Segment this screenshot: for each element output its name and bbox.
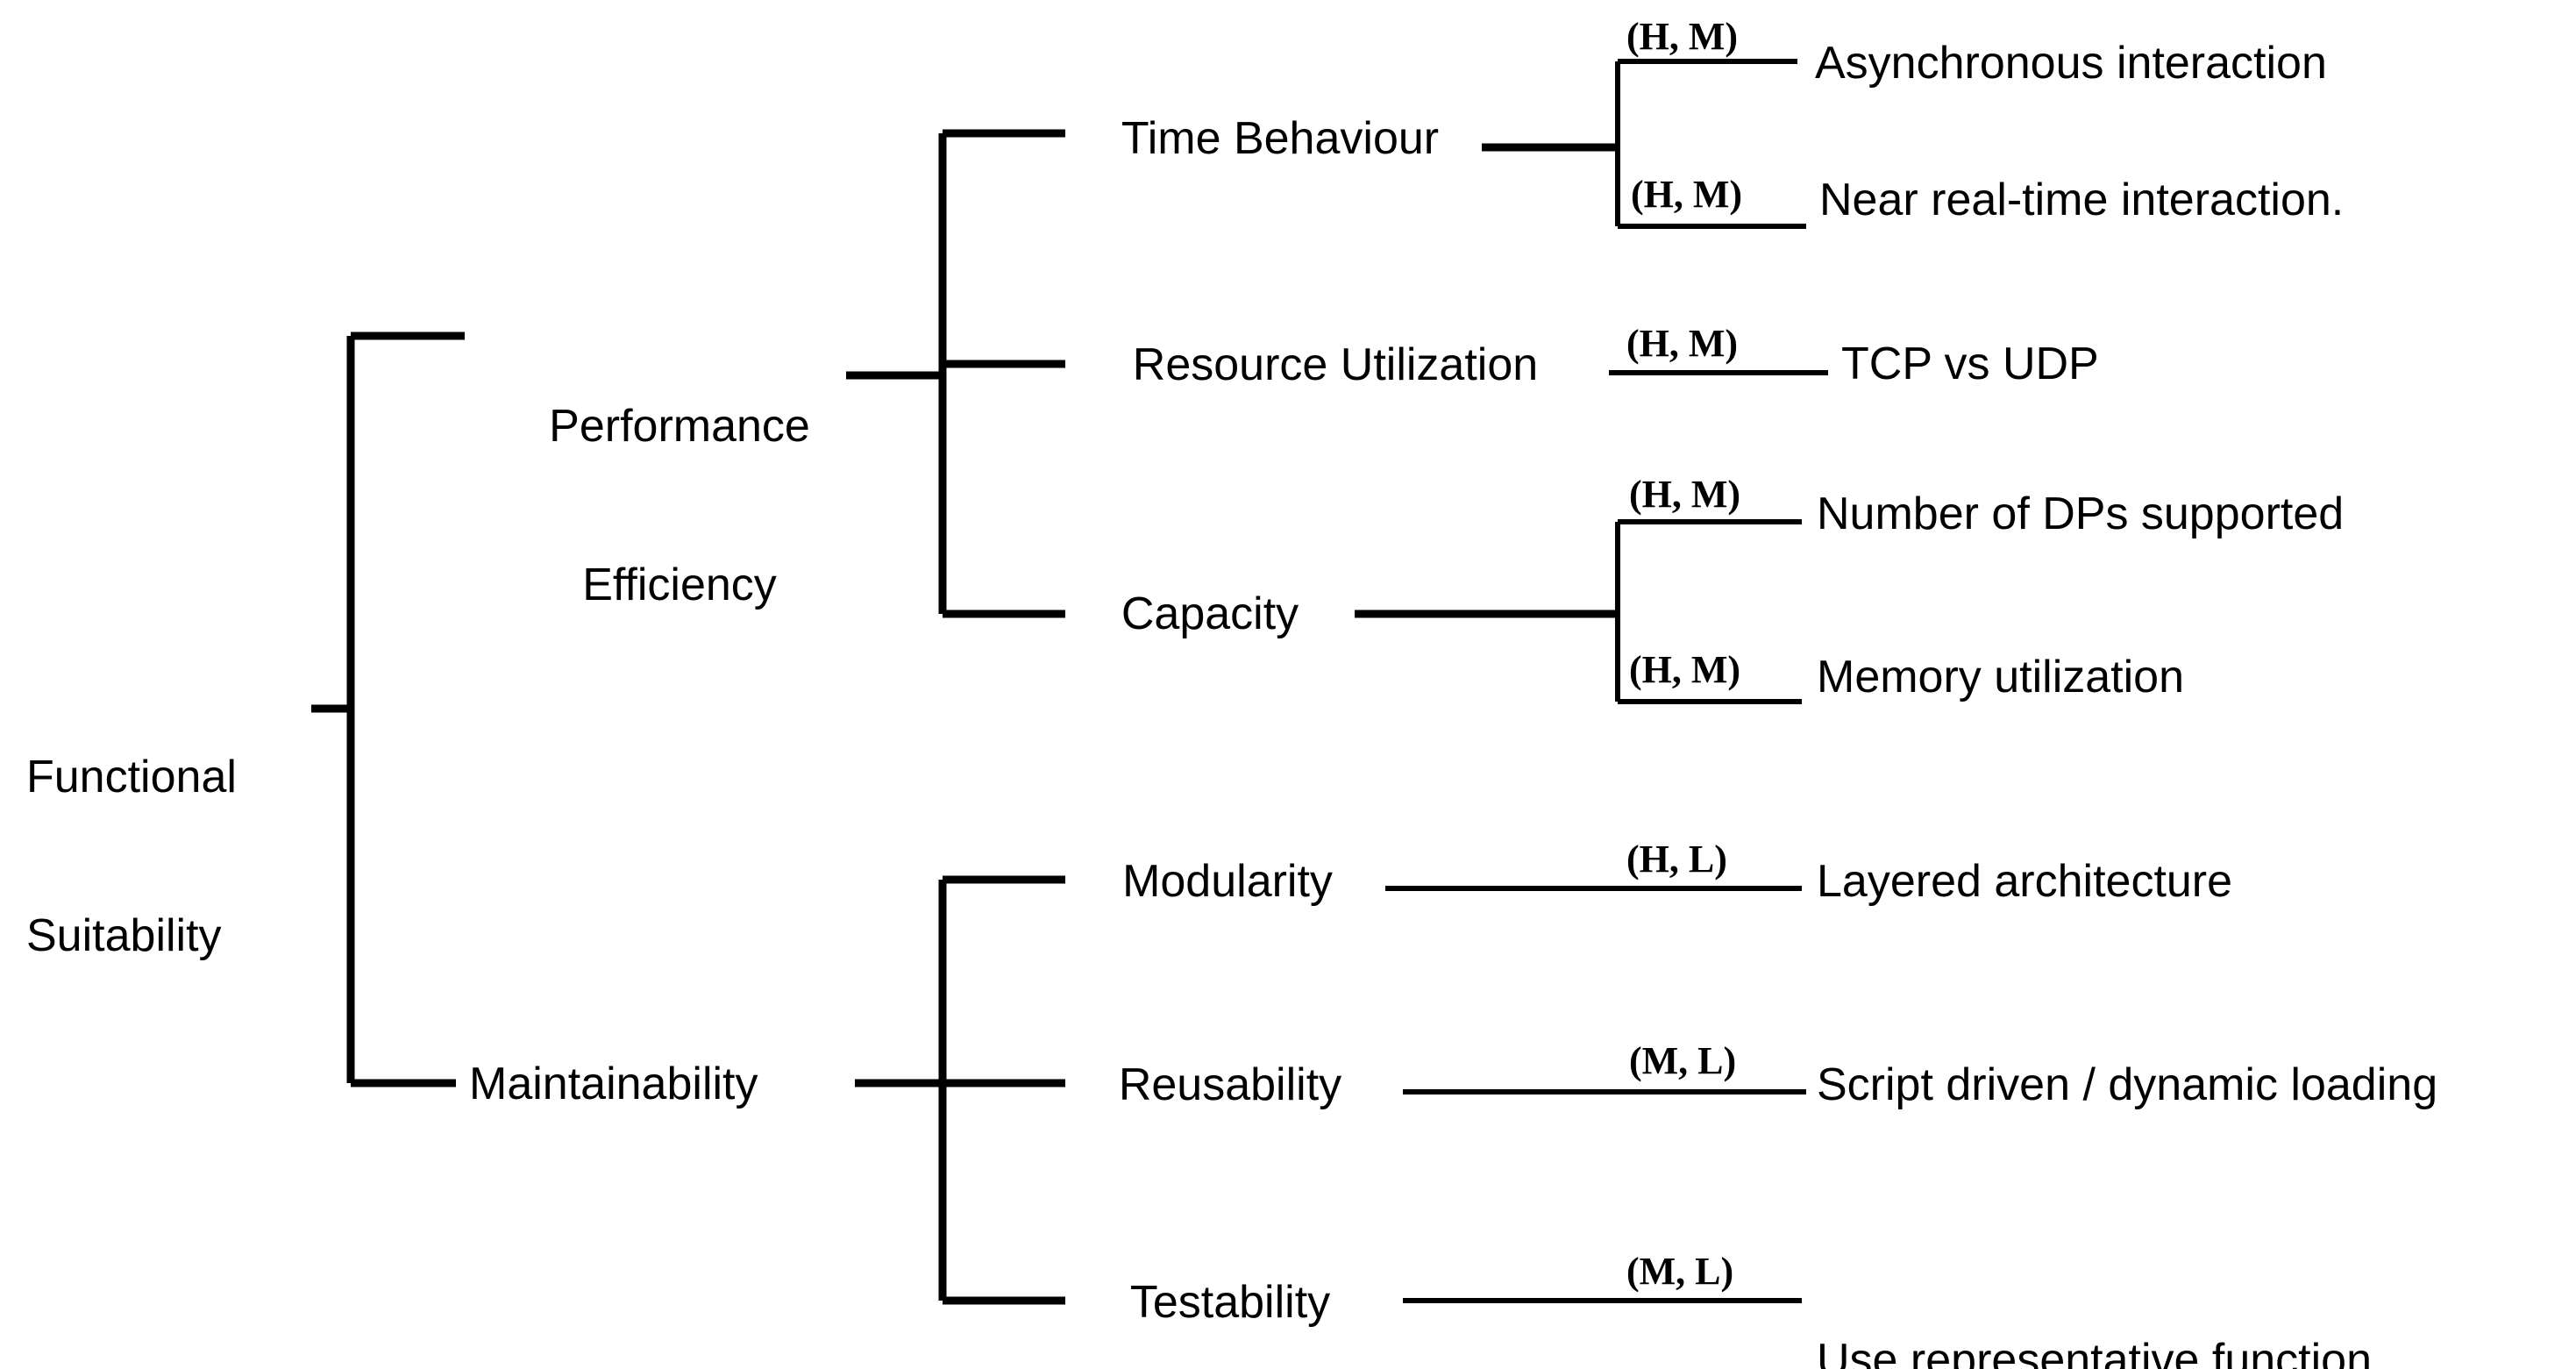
- edge-tag-script-driven-dynamic-loading: (M, L): [1629, 1039, 1737, 1082]
- edge-tag-asynchronous-interaction: (H, M): [1626, 15, 1739, 58]
- edge-tag-tcp-vs-udp: (H, M): [1626, 322, 1739, 365]
- node-functional-suitability-line2: Suitability: [26, 909, 222, 961]
- edge-tag-memory-utilization: (H, M): [1629, 648, 1741, 691]
- edge-tag-number-of-dps-supported: (H, M): [1629, 473, 1741, 516]
- node-reusability: Reusability: [1118, 1059, 1342, 1110]
- leaf-number-of-dps-supported: Number of DPs supported: [1817, 488, 2345, 539]
- node-modularity: Modularity: [1122, 856, 1333, 907]
- leaf-use-representative-function-block-applications: Use representative function block applic…: [1817, 1228, 2544, 1369]
- edge-tag-use-representative-function-block-applications: (M, L): [1626, 1250, 1734, 1293]
- leaf-use-representative-line1: Use representative function: [1817, 1334, 2373, 1369]
- node-performance-efficiency-line1: Performance: [549, 400, 810, 452]
- leaf-layered-architecture: Layered architecture: [1817, 856, 2233, 907]
- edge-tag-near-real-time-interaction: (H, M): [1631, 173, 1743, 216]
- leaf-tcp-vs-udp: TCP vs UDP: [1841, 339, 2099, 389]
- leaf-memory-utilization: Memory utilization: [1817, 652, 2185, 702]
- node-testability: Testability: [1129, 1277, 1331, 1328]
- leaf-near-real-time-interaction: Near real-time interaction.: [1819, 175, 2345, 225]
- leaf-script-driven-dynamic-loading: Script driven / dynamic loading: [1817, 1059, 2438, 1110]
- node-functional-suitability: Functional Suitability: [26, 645, 316, 1068]
- node-capacity: Capacity: [1121, 588, 1299, 639]
- edge-tag-layered-architecture: (H, L): [1626, 838, 1727, 881]
- node-resource-utilization: Resource Utilization: [1132, 339, 1539, 390]
- node-maintainability: Maintainability: [469, 1059, 758, 1109]
- leaf-asynchronous-interaction: Asynchronous interaction: [1815, 38, 2327, 89]
- node-performance-efficiency: Performance Efficiency: [504, 294, 855, 717]
- node-time-behaviour: Time Behaviour: [1121, 113, 1440, 164]
- node-performance-efficiency-line2: Efficiency: [582, 559, 777, 610]
- node-functional-suitability-line1: Functional: [26, 751, 237, 802]
